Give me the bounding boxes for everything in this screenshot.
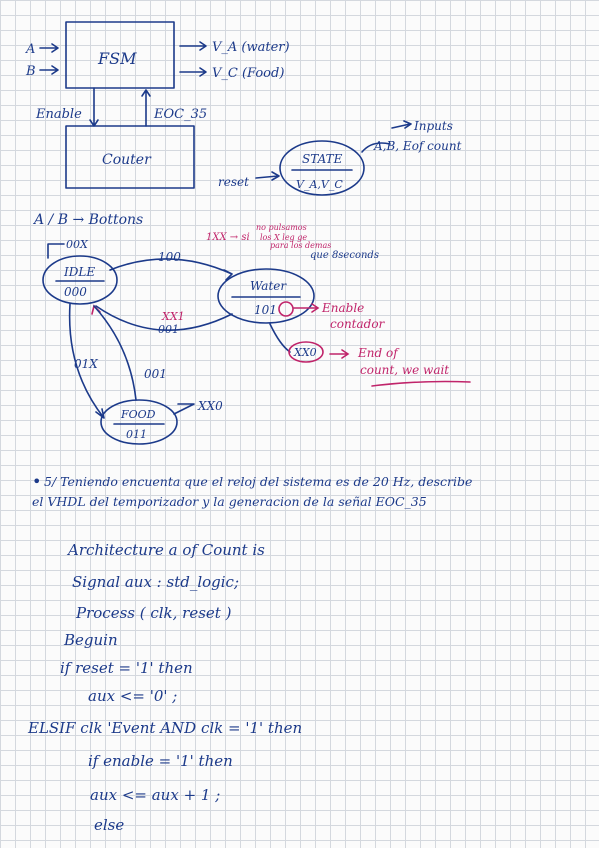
note-line-6: que 8seconds xyxy=(310,250,379,261)
state-idle xyxy=(42,255,118,305)
state-food-name: FOOD xyxy=(120,408,156,421)
note-count-wait: count, we wait xyxy=(360,363,449,377)
code-line-6: aux <= '0' ; xyxy=(88,687,177,705)
transition-food-idle-label: 001 xyxy=(144,367,167,381)
arrow-right-icon xyxy=(179,67,207,77)
state-idle-output: 000 xyxy=(64,285,87,299)
state-water-output: 101 xyxy=(254,303,277,317)
transition-food-idle xyxy=(93,305,137,401)
transition-idle-water-label: 100 xyxy=(158,250,181,264)
arrow-up-icon xyxy=(141,89,151,127)
arrow-right-icon xyxy=(391,120,412,129)
fsm-box xyxy=(65,21,175,89)
water-wait-highlight xyxy=(288,341,324,363)
fsm-output-food: V_C (Food) xyxy=(212,66,284,81)
question-line-1: 5/ Teniendo encuenta que el reloj del si… xyxy=(44,474,472,489)
arrow-right-icon xyxy=(329,349,350,359)
question-bullet: • xyxy=(32,472,41,491)
code-line-4: Beguin xyxy=(63,631,118,649)
fsm-label: FSM xyxy=(97,49,137,68)
inputs-note-list: A,B, Eof count xyxy=(373,139,462,153)
note-line-4: para los demas xyxy=(270,241,331,250)
state-water-name: Water xyxy=(250,279,287,293)
fsm-output-water: V_A (water) xyxy=(212,40,290,55)
note-end-of: End of xyxy=(357,346,400,360)
note-line-2: no pulsamos xyxy=(256,223,307,232)
fsm-input-b-label: B xyxy=(25,64,36,79)
arrow-right-icon xyxy=(39,43,59,53)
transition-idle-water xyxy=(109,258,233,281)
counter-label: Couter xyxy=(102,152,152,168)
code-line-1: Architecture a of Count is xyxy=(66,541,265,559)
water-enable-highlight xyxy=(278,301,294,317)
transition-water-idle xyxy=(95,305,233,331)
food-self-loop-label: XX0 xyxy=(197,399,223,413)
note-enable: Enable xyxy=(321,301,364,315)
transition-water-wait xyxy=(269,323,291,353)
transition-idle-food xyxy=(68,303,105,419)
transition-water-idle-label-b: 001 xyxy=(158,323,179,336)
state-legend-outputs: V_A,V_C xyxy=(296,178,343,191)
note-line-3: los X leg ge xyxy=(260,233,307,242)
arrow-right-icon xyxy=(293,303,320,313)
inputs-connector xyxy=(361,142,391,153)
transition-idle-food-label: 01X xyxy=(74,357,98,371)
enable-label: Enable xyxy=(35,107,82,122)
arrow-right-icon xyxy=(255,171,280,181)
note-line-1: 1XX → si xyxy=(206,232,250,243)
state-food xyxy=(100,399,178,445)
fsm-input-a-label: A xyxy=(25,42,35,57)
question-line-2: el VHDL del temporizador y la generacion… xyxy=(32,494,427,509)
transition-water-idle-label-a: XX1 xyxy=(161,310,185,323)
arrow-right-icon xyxy=(179,41,207,51)
state-water xyxy=(217,268,315,324)
code-line-2: Signal aux : std_logic; xyxy=(72,573,239,591)
underline-mark xyxy=(371,380,471,387)
note-contador: contador xyxy=(330,317,386,331)
counter-box xyxy=(65,125,195,189)
code-line-9: aux <= aux + 1 ; xyxy=(90,786,220,804)
code-line-7: ELSIF clk 'Event AND clk = '1' then xyxy=(27,719,302,737)
reset-label: reset xyxy=(218,175,249,189)
state-legend-title: STATE xyxy=(302,152,343,166)
food-self-loop xyxy=(173,403,195,415)
code-line-10: else xyxy=(94,816,124,834)
diagram-header: A / B → Bottons xyxy=(32,212,143,228)
state-food-output: 011 xyxy=(126,428,147,441)
idle-self-loop xyxy=(47,243,65,259)
idle-self-loop-label: 00X xyxy=(66,238,89,251)
code-line-3: Process ( clk, reset ) xyxy=(75,604,232,622)
transition-water-wait-label: XX0 xyxy=(293,346,317,359)
code-line-5: if reset = '1' then xyxy=(60,659,193,677)
eoc-label: EOC_35 xyxy=(153,107,207,122)
inputs-note-title: Inputs xyxy=(413,119,453,133)
arrow-down-icon xyxy=(89,87,99,127)
state-legend-circle xyxy=(279,140,365,196)
code-line-8: if enable = '1' then xyxy=(88,752,233,770)
state-idle-name: IDLE xyxy=(63,265,95,279)
arrow-right-icon xyxy=(39,65,59,75)
